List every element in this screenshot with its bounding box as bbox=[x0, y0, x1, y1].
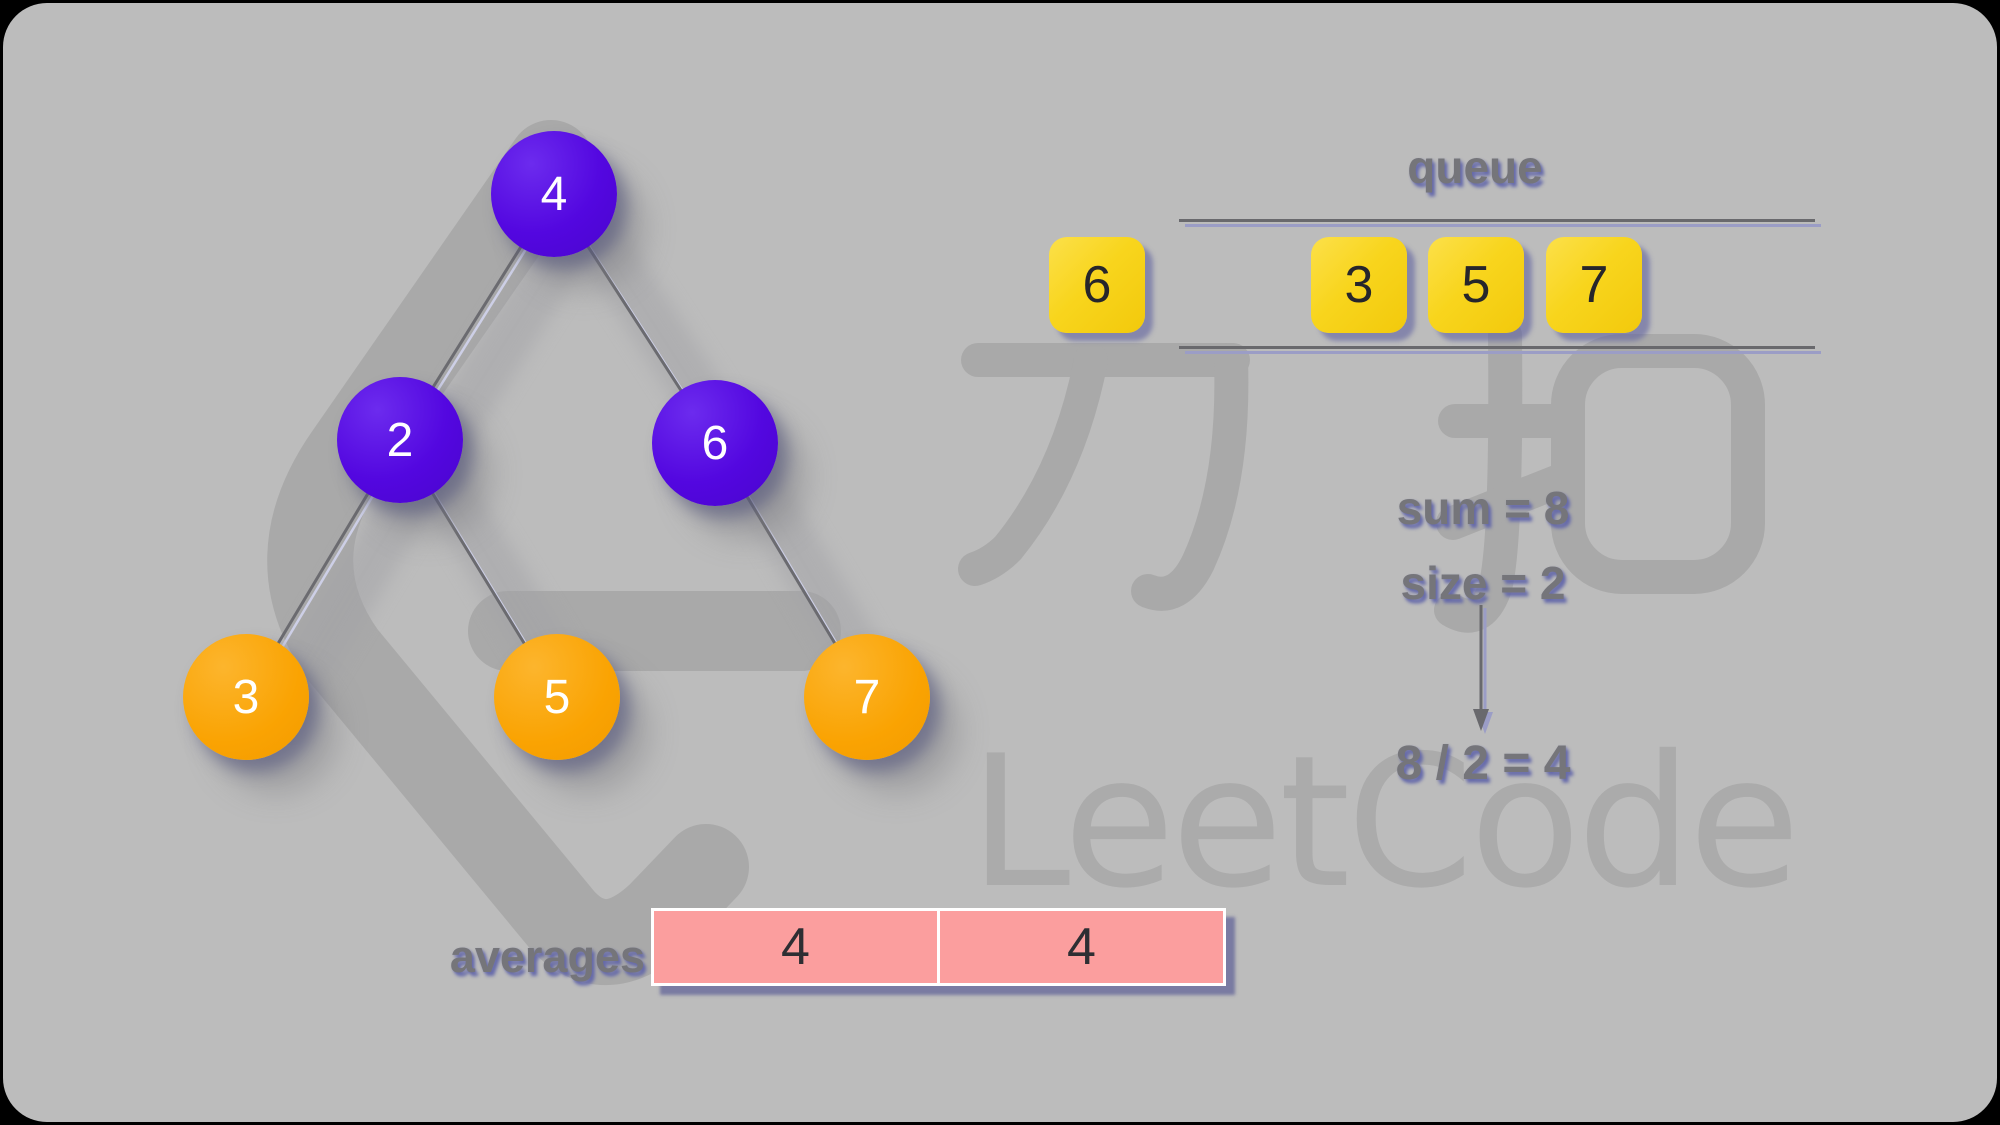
queue-item-value: 6 bbox=[1082, 256, 1112, 314]
tree-node-7: 7 bbox=[804, 634, 930, 760]
queue-item-value: 7 bbox=[1579, 256, 1609, 314]
tree-node-value: 3 bbox=[232, 670, 260, 724]
averages-cell-value: 4 bbox=[1067, 918, 1096, 976]
size-text: size = 2 bbox=[1400, 557, 1566, 609]
down-arrow-icon bbox=[1473, 605, 1493, 734]
tree-node-6: 6 bbox=[652, 380, 778, 506]
averages-label: averages bbox=[449, 931, 645, 982]
queue-item-box: 5 bbox=[1428, 237, 1524, 333]
tree-node-4: 4 bbox=[491, 131, 617, 257]
queue-bottom-line bbox=[1179, 346, 1821, 354]
queue-label: queue bbox=[1407, 141, 1543, 193]
cn-char-li-icon bbox=[958, 343, 1250, 611]
tree-node-value: 5 bbox=[543, 670, 571, 724]
tree-node-2: 2 bbox=[337, 377, 463, 503]
queue-item-value: 3 bbox=[1344, 256, 1374, 314]
averages-cell: 4 bbox=[940, 911, 1223, 983]
dequeued-item-box: 6 bbox=[1049, 237, 1145, 333]
tree-node-5: 5 bbox=[494, 634, 620, 760]
queue-top-line bbox=[1179, 219, 1821, 227]
visualization-canvas: LeetCode 4 2 6 3 5 7 queue 6 3 5 7 sum = 8 size … bbox=[3, 3, 1997, 1122]
binary-tree: 4 2 6 3 5 7 bbox=[3, 3, 1997, 1122]
queue-item-value: 5 bbox=[1461, 256, 1491, 314]
tree-node-3: 3 bbox=[183, 634, 309, 760]
tree-node-value: 6 bbox=[701, 416, 729, 470]
queue-item-box: 7 bbox=[1546, 237, 1642, 333]
averages-cell-value: 4 bbox=[781, 918, 810, 976]
queue-items: 6 3 5 7 bbox=[3, 3, 1997, 1122]
tree-node-value: 7 bbox=[853, 670, 881, 724]
tree-node-value: 4 bbox=[540, 167, 568, 221]
sum-text: sum = 8 bbox=[1396, 482, 1570, 534]
result-text: 8 / 2 = 4 bbox=[1395, 737, 1571, 790]
tree-node-value: 2 bbox=[386, 413, 414, 467]
averages-cell: 4 bbox=[654, 911, 937, 983]
leetcode-wordmark: LeetCode bbox=[969, 716, 1796, 928]
queue-item-box: 3 bbox=[1311, 237, 1407, 333]
